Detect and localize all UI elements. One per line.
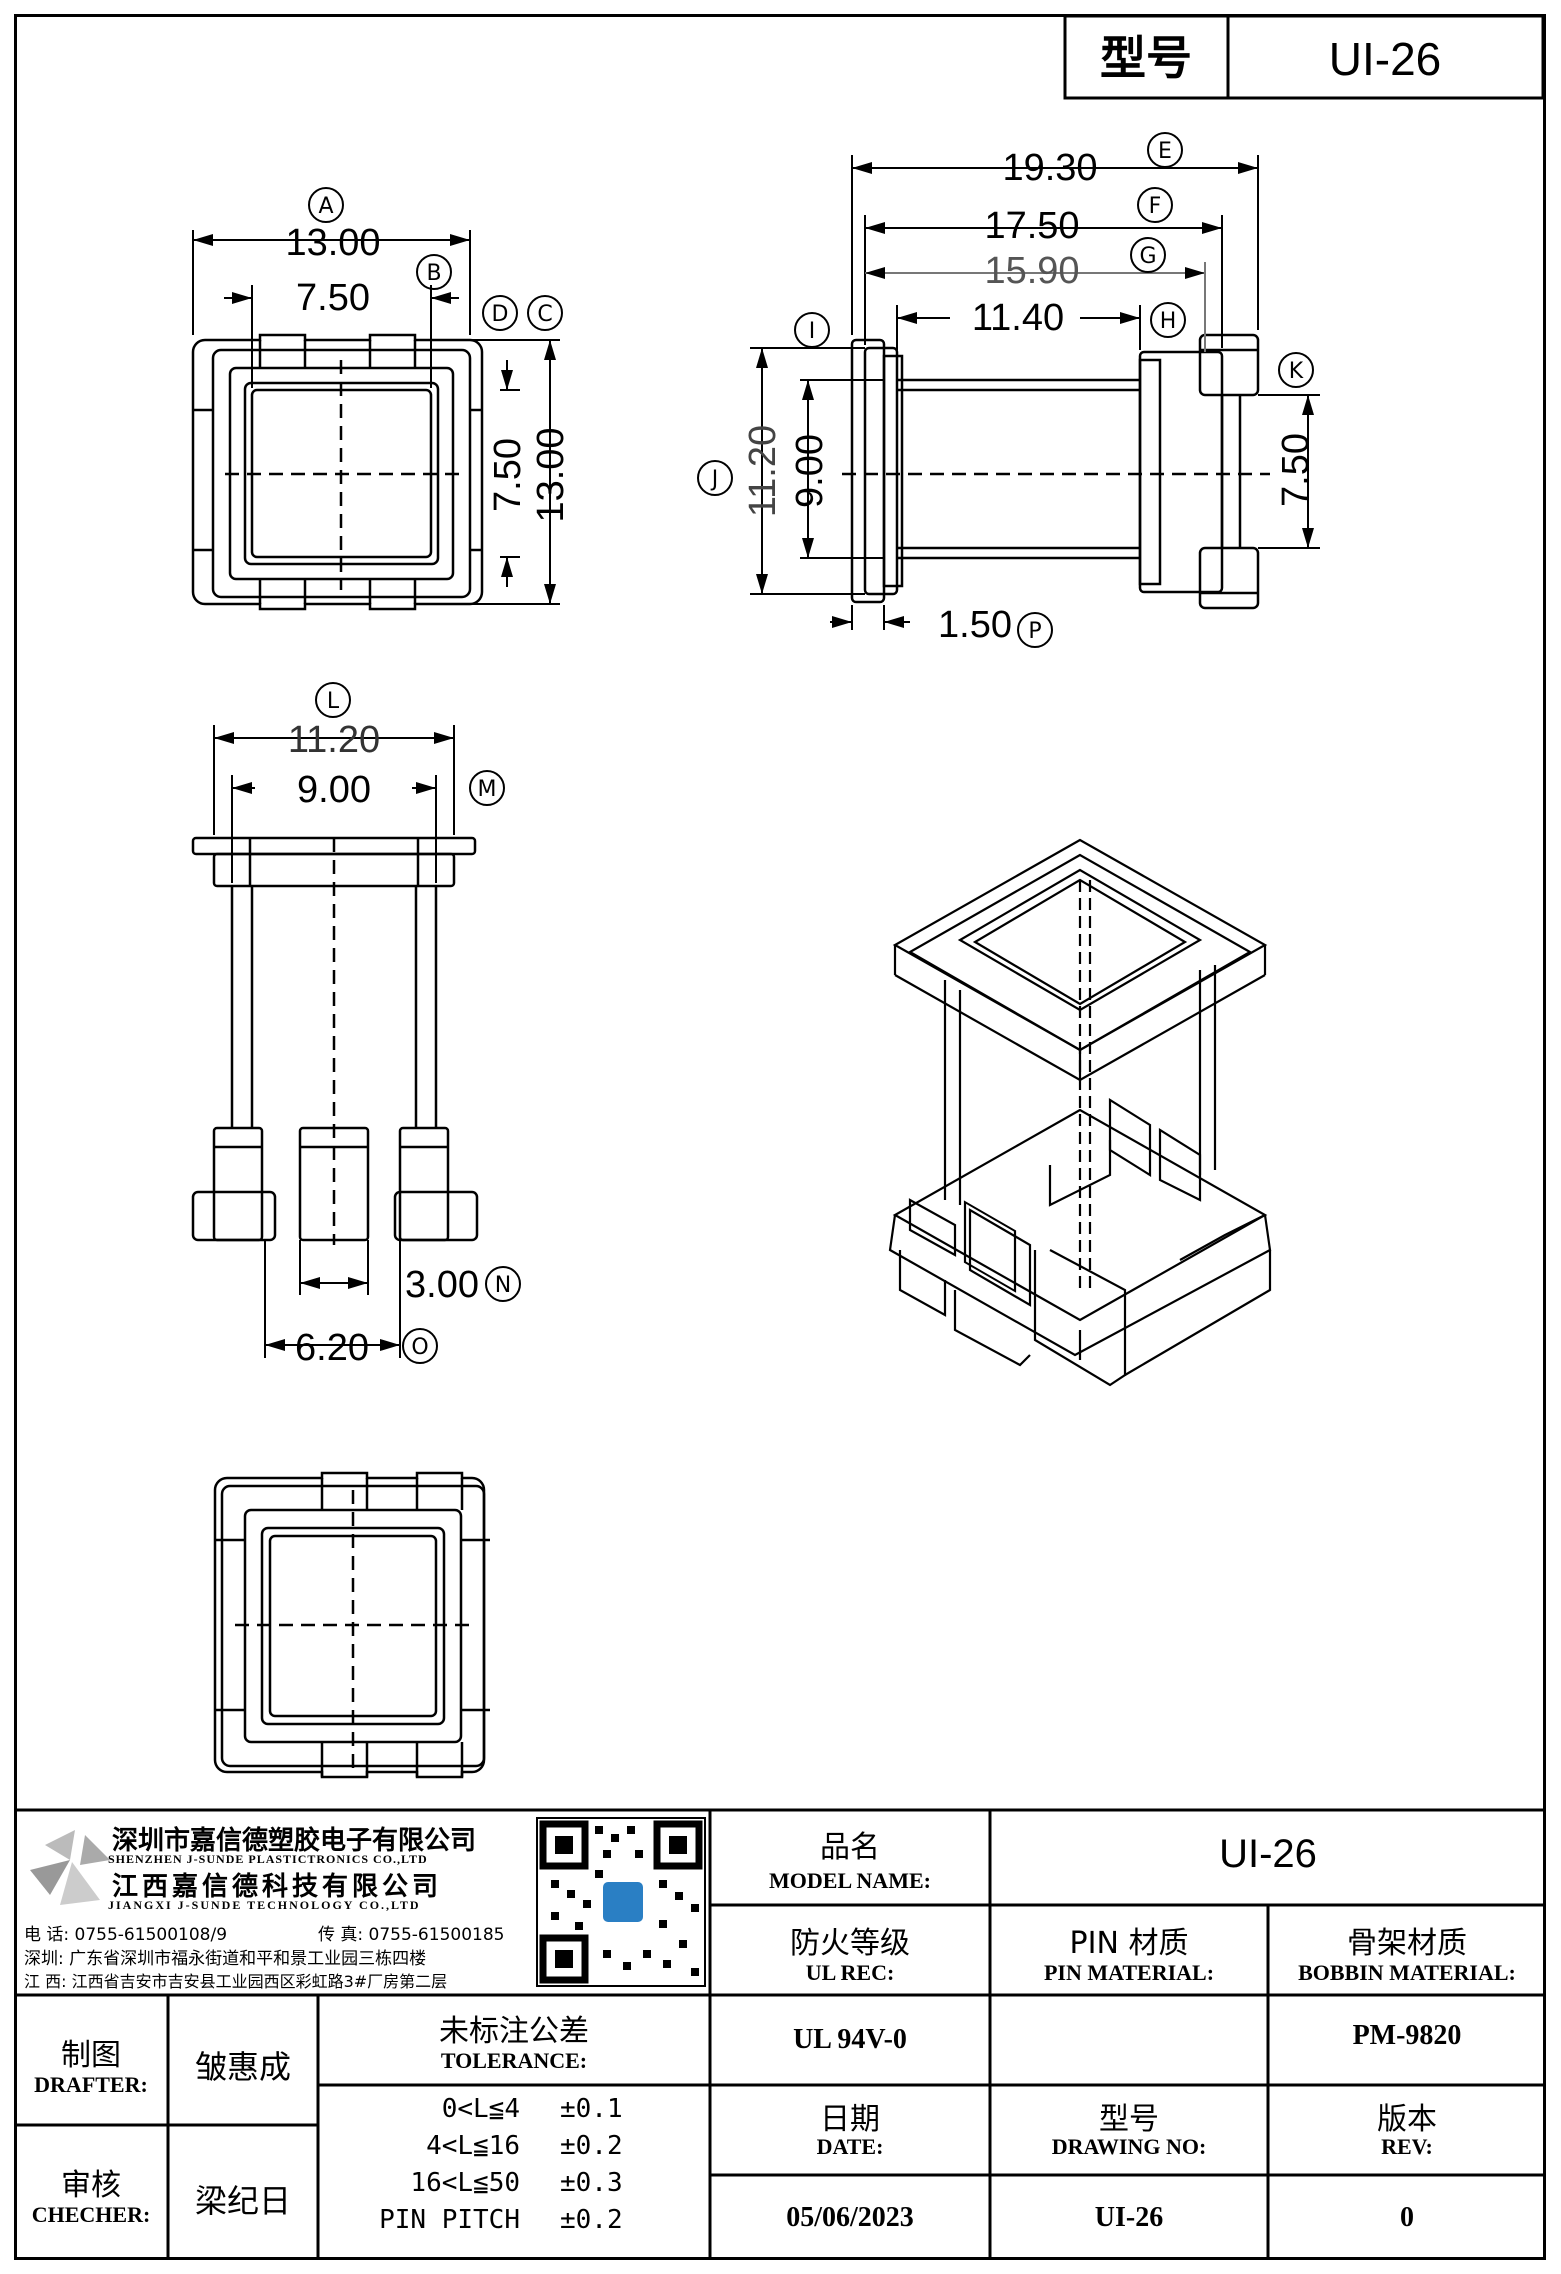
isometric-view <box>888 838 1272 1387</box>
dim-P: 1.50 <box>938 604 1012 646</box>
header-model-value: UI-26 <box>1329 33 1441 85</box>
marker-L: L <box>327 689 340 714</box>
dim-K: 7.50 <box>1275 433 1317 507</box>
end-view-top <box>191 333 484 611</box>
dim-H: 11.40 <box>972 297 1064 339</box>
marker-B: B <box>426 261 441 286</box>
marker-D: D <box>492 302 509 327</box>
front-view <box>191 836 479 1245</box>
marker-A: A <box>318 194 333 219</box>
header-model-box: 型号 UI-26 <box>1063 14 1545 100</box>
end-view-bottom <box>213 1471 490 1779</box>
dim-L: 11.20 <box>288 719 380 761</box>
company-logo <box>30 1830 110 1905</box>
side-view <box>842 333 1270 610</box>
dim-C: 13.00 <box>530 427 572 522</box>
marker-I: I <box>809 319 816 344</box>
title-block-grid <box>14 1808 1546 2260</box>
qr-code <box>536 1817 706 1987</box>
marker-K: K <box>1289 359 1304 384</box>
marker-E: E <box>1158 139 1172 164</box>
dim-J: 11.20 <box>742 425 784 517</box>
marker-O: O <box>411 1335 428 1360</box>
side-view-dims <box>750 155 1320 630</box>
end-view-top-dims <box>192 230 560 605</box>
marker-F: F <box>1149 194 1162 219</box>
dim-F: 17.50 <box>984 205 1079 247</box>
front-view-dims <box>213 725 455 1358</box>
marker-G: G <box>1139 244 1156 269</box>
marker-P: P <box>1028 619 1041 644</box>
dim-O: 6.20 <box>295 1327 369 1369</box>
marker-labels: A B C D E F G H I J K L M N O P <box>318 139 1303 1360</box>
dim-I: 9.00 <box>789 434 831 508</box>
dim-A: 13.00 <box>285 222 380 264</box>
dim-E: 19.30 <box>1002 147 1097 189</box>
marker-J: J <box>710 467 719 492</box>
marker-C: C <box>537 302 552 327</box>
dim-B: 7.50 <box>296 277 370 319</box>
header-model-label: 型号 <box>1100 31 1192 85</box>
dim-M: 9.00 <box>297 769 371 811</box>
marker-H: H <box>1160 309 1177 334</box>
dim-D: 7.50 <box>487 438 529 512</box>
dim-G: 15.90 <box>984 250 1079 292</box>
marker-N: N <box>495 1273 511 1298</box>
dimension-markers <box>308 132 1314 1364</box>
dim-N: 3.00 <box>405 1264 479 1306</box>
marker-M: M <box>478 777 497 802</box>
drawing-sheet <box>14 14 1546 2260</box>
